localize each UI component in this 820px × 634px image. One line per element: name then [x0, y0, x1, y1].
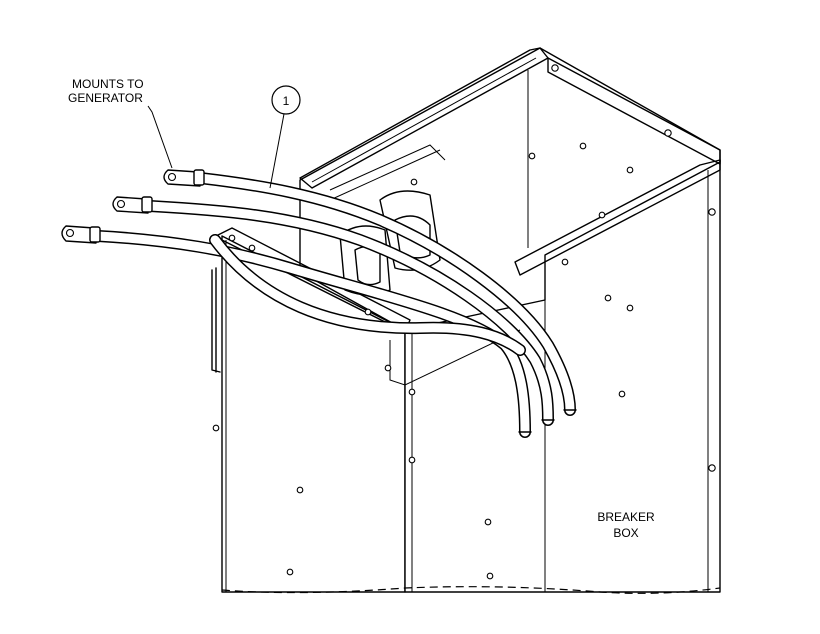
shelf-line [329, 149, 441, 201]
bolt [561, 258, 569, 266]
bolt [248, 244, 256, 252]
bolt [579, 142, 587, 150]
ring-lug [112, 196, 153, 214]
left-flange [211, 267, 221, 373]
breaker-label-line1: BREAKER [597, 510, 655, 524]
bolt [484, 518, 492, 526]
cables [61, 169, 577, 438]
ring-lug [61, 225, 101, 244]
top-rail [299, 47, 549, 189]
mounts-label-line1: MOUNTS TO [72, 77, 144, 91]
bolt [364, 308, 372, 316]
mounts-label-line2: GENERATOR [68, 91, 143, 105]
bolt [384, 364, 392, 372]
callout-number: 1 [283, 94, 290, 108]
bolt [486, 572, 494, 580]
rail-line [311, 57, 537, 183]
bolt [212, 424, 220, 432]
cable-core [210, 235, 525, 355]
bolt [410, 178, 418, 186]
bolt [408, 456, 416, 464]
ring-lug [163, 169, 205, 187]
bolt [528, 152, 536, 160]
bolt [598, 211, 606, 219]
inner-plate [389, 329, 521, 386]
breaker-label-line2: BOX [613, 526, 638, 540]
bolt [626, 304, 634, 312]
cable-core [195, 173, 575, 415]
break-line [221, 586, 721, 594]
cable-core [93, 231, 530, 437]
shelf-line [329, 144, 446, 191]
bolt [604, 294, 612, 302]
bolt [408, 388, 416, 396]
bolt [228, 234, 236, 242]
callouts: MOUNTS TO GENERATOR 1 BREAKER BOX [68, 77, 655, 540]
bolt [296, 486, 304, 494]
bolt [664, 129, 672, 137]
callout-bubble [271, 85, 301, 115]
bolt [551, 64, 559, 72]
bolts [212, 64, 716, 580]
front-ledge [514, 159, 721, 276]
bolt [708, 208, 716, 216]
cable-core [145, 201, 553, 425]
breaker-cutout [379, 190, 441, 271]
bolt [708, 464, 716, 472]
bolt [618, 390, 626, 398]
breaker-cutout [339, 225, 391, 296]
bolt [626, 166, 634, 174]
callout-leader-line [269, 113, 285, 189]
mounts-leader-line [147, 105, 173, 169]
bolt [286, 568, 294, 576]
